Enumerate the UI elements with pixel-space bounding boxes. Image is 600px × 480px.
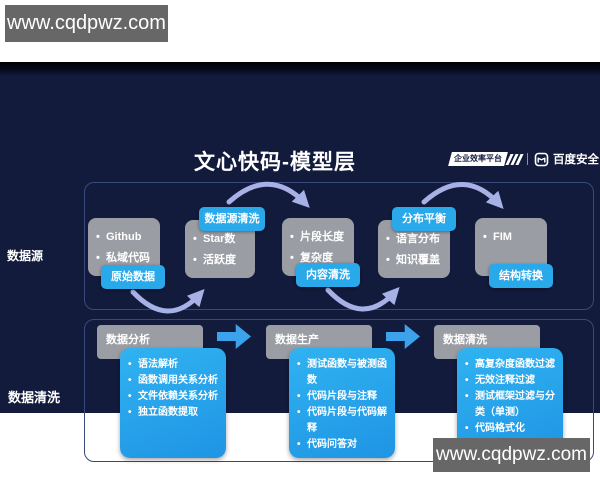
group-detail-item: 测试函数与被测函数 bbox=[297, 357, 391, 389]
group-detail-production: 测试函数与被测函数 代码片段与注释 代码片段与代码解释 代码问答对 bbox=[289, 348, 395, 458]
group-detail-analysis: 语法解析 函数调用关系分析 文件依赖关系分析 独立函数提取 bbox=[120, 348, 226, 458]
group-detail-item: 代码问答对 bbox=[297, 437, 391, 453]
brand-bar: 企业效率平台 百度安全 bbox=[448, 151, 599, 167]
flow-tag-structure: 结构转换 bbox=[489, 264, 553, 288]
group-detail-item: 函数调用关系分析 bbox=[128, 373, 222, 389]
slide-title: 文心快码-模型层 bbox=[194, 151, 356, 174]
flow-tag-source-clean: 数据源清洗 bbox=[199, 207, 265, 231]
group-detail-item: 独立函数提取 bbox=[128, 405, 222, 421]
flow-tag-content-clean: 内容清洗 bbox=[296, 263, 360, 287]
brand-name: 百度安全 bbox=[553, 154, 599, 166]
group-detail-item: 代码片段与注释 bbox=[297, 389, 391, 405]
group-detail-item: 语法解析 bbox=[128, 357, 222, 373]
flow-tag-balance: 分布平衡 bbox=[392, 207, 456, 231]
baidu-security-shield-icon bbox=[534, 152, 549, 166]
efficiency-platform-badge: 企业效率平台 bbox=[448, 152, 508, 166]
group-detail-item: 无效注释过滤 bbox=[465, 373, 559, 389]
group-detail-item: 文件依赖关系分析 bbox=[128, 389, 222, 405]
section-label-data-clean: 数据清洗 bbox=[8, 390, 61, 405]
badge-label: 企业效率平台 bbox=[454, 154, 502, 163]
section-label-data-source: 数据源 bbox=[7, 249, 44, 263]
flow-tag-raw-data: 原始数据 bbox=[101, 265, 165, 289]
slide-background: 文心快码-模型层 企业效率平台 百度安全 数据源 数据清洗 Github 私域代… bbox=[0, 62, 600, 462]
flow-node-content-clean: 片段长度 复杂度 bbox=[282, 218, 354, 276]
flow-node-item: 语言分布 bbox=[386, 229, 450, 250]
vertical-divider bbox=[527, 153, 528, 165]
group-detail-item: 高复杂度函数过滤 bbox=[465, 357, 559, 373]
flow-node-item: Star数 bbox=[193, 229, 255, 250]
flow-node-item: 活跃度 bbox=[193, 250, 255, 271]
group-detail-item: 测试框架过滤与分类（单测） bbox=[465, 389, 559, 421]
flow-node-item: 片段长度 bbox=[290, 227, 354, 248]
flow-node-item: 知识覆盖 bbox=[386, 250, 450, 271]
flow-node-item: 私域代码 bbox=[96, 248, 160, 269]
flow-node-item: 复杂度 bbox=[290, 248, 354, 269]
group-detail-item: 代码格式化 bbox=[465, 421, 559, 437]
group-detail-item: 代码片段与代码解释 bbox=[297, 405, 391, 437]
watermark-top: www.cqdpwz.com bbox=[5, 5, 168, 42]
watermark-bottom: www.cqdpwz.com bbox=[433, 438, 590, 472]
flow-node-item: FIM bbox=[483, 227, 547, 248]
flow-node-item: Github bbox=[96, 227, 160, 248]
data-clean-section-frame bbox=[84, 319, 594, 462]
